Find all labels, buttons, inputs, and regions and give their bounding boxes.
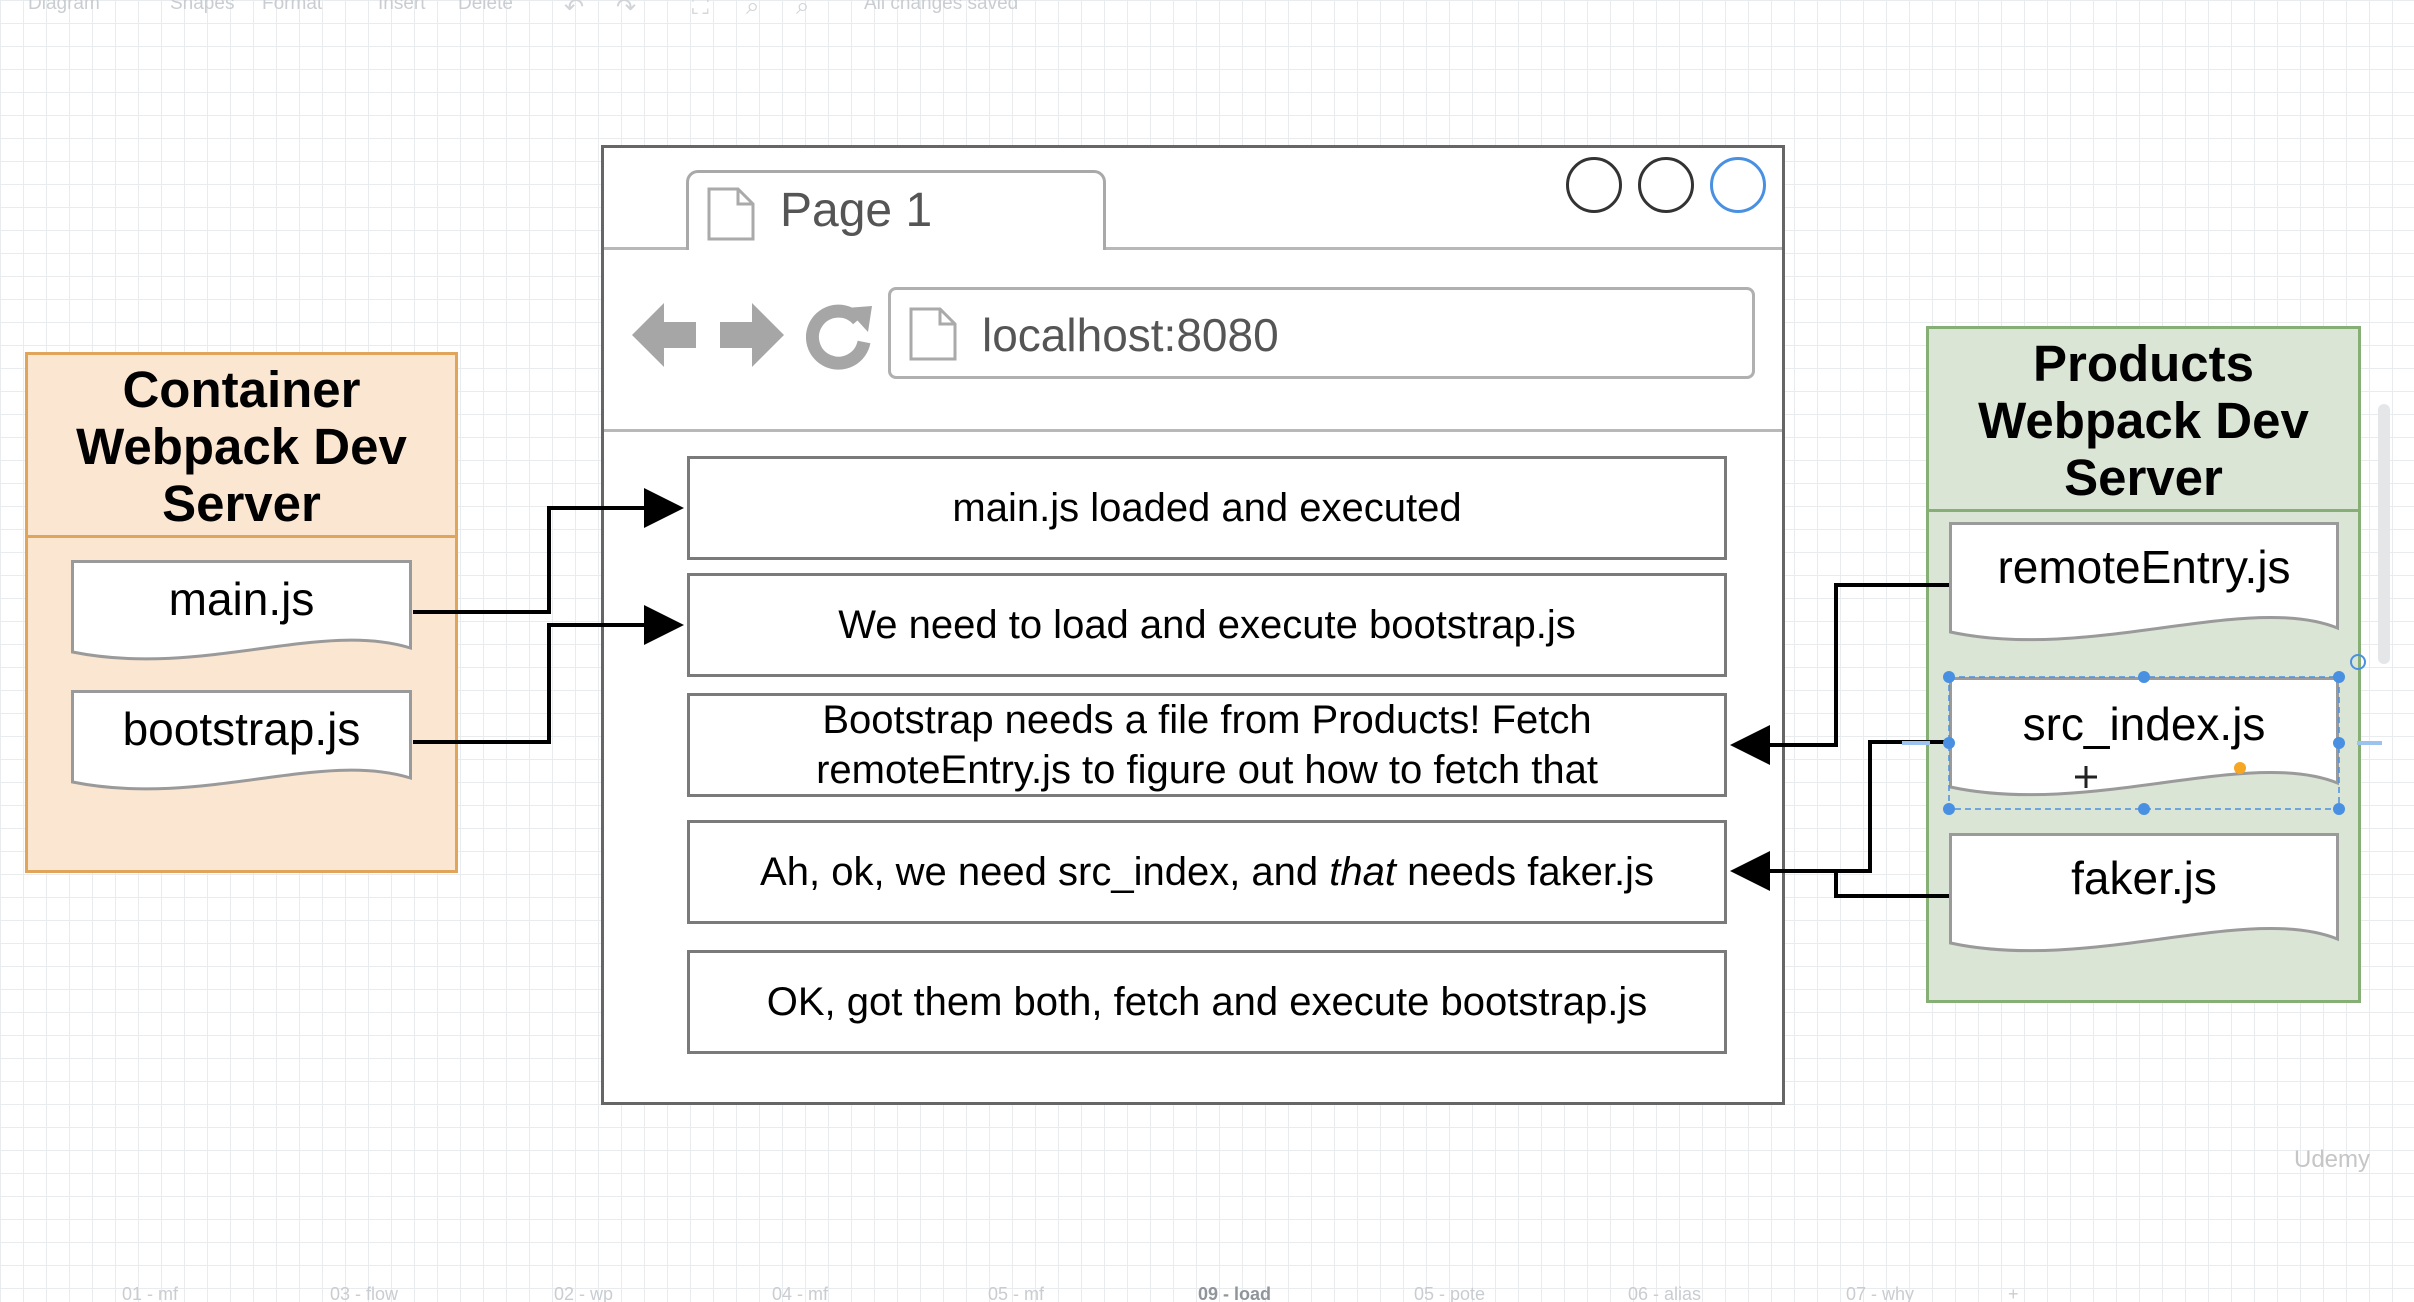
reload-icon[interactable] bbox=[806, 302, 874, 370]
file-remote-entry-js[interactable]: remoteEntry.js bbox=[1949, 522, 2339, 650]
tab-strip-divider bbox=[604, 247, 1782, 250]
editor-toolbar: Diagram Shapes Format Insert Delete ↶ ↷ … bbox=[0, 0, 2414, 18]
redo-icon[interactable]: ↷ bbox=[616, 0, 637, 18]
fullscreen-icon[interactable]: ⛶ bbox=[692, 0, 709, 18]
file-label: bootstrap.js bbox=[122, 703, 361, 755]
format-button[interactable]: Format bbox=[262, 0, 323, 14]
watermark: Udemy bbox=[2294, 1146, 2371, 1173]
page-tabs-bar: 01 - mf 03 - flow 02 - wp 04 - mf 05 - m… bbox=[0, 1283, 2414, 1302]
file-label: remoteEntry.js bbox=[1997, 541, 2291, 593]
container-server-title: Container Webpack Dev Server bbox=[76, 361, 407, 532]
window-control-circle[interactable] bbox=[1710, 157, 1766, 213]
file-label: src_index.js bbox=[2022, 698, 2266, 750]
window-control-circle[interactable] bbox=[1566, 157, 1622, 213]
step-box[interactable]: Ah, ok, we need src_index, and that need… bbox=[687, 820, 1727, 924]
vertical-scrollbar[interactable] bbox=[2378, 404, 2390, 664]
tab-label: Page 1 bbox=[780, 184, 933, 237]
file-bootstrap-js[interactable]: bootstrap.js bbox=[71, 690, 412, 796]
step-box[interactable]: Bootstrap needs a file from Products! Fe… bbox=[687, 693, 1727, 797]
add-page-button[interactable]: + bbox=[2008, 1284, 2019, 1302]
undo-icon[interactable]: ↶ bbox=[564, 0, 585, 18]
page-tab[interactable]: 01 - mf bbox=[122, 1284, 179, 1302]
container-server-divider bbox=[28, 535, 455, 538]
zoom-out-icon[interactable]: ⌕ bbox=[796, 0, 810, 18]
step-box[interactable]: main.js loaded and executed bbox=[687, 456, 1727, 560]
step-box[interactable]: We need to load and execute bootstrap.js bbox=[687, 573, 1727, 677]
products-server-divider bbox=[1929, 509, 2358, 512]
url-text: localhost:8080 bbox=[982, 309, 1279, 361]
address-bar[interactable] bbox=[888, 287, 1755, 379]
page-tab[interactable]: 05 - pote bbox=[1414, 1284, 1486, 1302]
page-tab[interactable]: 04 - mf bbox=[772, 1284, 829, 1302]
zoom-in-icon[interactable]: ⌕ bbox=[746, 0, 760, 18]
page-tab[interactable]: 03 - flow bbox=[330, 1284, 399, 1302]
file-main-js[interactable]: main.js bbox=[71, 560, 412, 666]
shapes-button[interactable]: Shapes bbox=[170, 0, 235, 14]
page-tab[interactable]: 02 - wp bbox=[554, 1284, 614, 1302]
delete-button[interactable]: Delete bbox=[458, 0, 513, 14]
file-label: main.js bbox=[168, 573, 315, 625]
browser-tab[interactable] bbox=[686, 170, 1106, 250]
page-tab-active[interactable]: 09 - load bbox=[1198, 1284, 1272, 1302]
file-faker-js[interactable]: faker.js bbox=[1949, 833, 2339, 961]
file-label: faker.js bbox=[2071, 852, 2217, 904]
back-arrow-icon[interactable] bbox=[630, 300, 700, 370]
page-tab[interactable]: 05 - mf bbox=[988, 1284, 1045, 1302]
products-server-title: Products Webpack Dev Server bbox=[1978, 334, 2309, 506]
save-status: All changes saved bbox=[864, 0, 1019, 14]
window-control-circle[interactable] bbox=[1638, 157, 1694, 213]
page-icon bbox=[909, 307, 957, 361]
step-box[interactable]: OK, got them both, fetch and execute boo… bbox=[687, 950, 1727, 1054]
insert-button[interactable]: Insert bbox=[378, 0, 426, 14]
forward-arrow-icon[interactable] bbox=[716, 300, 786, 370]
page-tab[interactable]: 06 - alias bbox=[1628, 1284, 1702, 1302]
diagram-menu[interactable]: Diagram bbox=[28, 0, 100, 14]
page-tab[interactable]: 07 - why bbox=[1846, 1284, 1915, 1302]
content-divider bbox=[604, 429, 1782, 432]
page-icon bbox=[707, 187, 755, 241]
file-src-index-js[interactable]: src_index.js bbox=[1949, 677, 2339, 805]
